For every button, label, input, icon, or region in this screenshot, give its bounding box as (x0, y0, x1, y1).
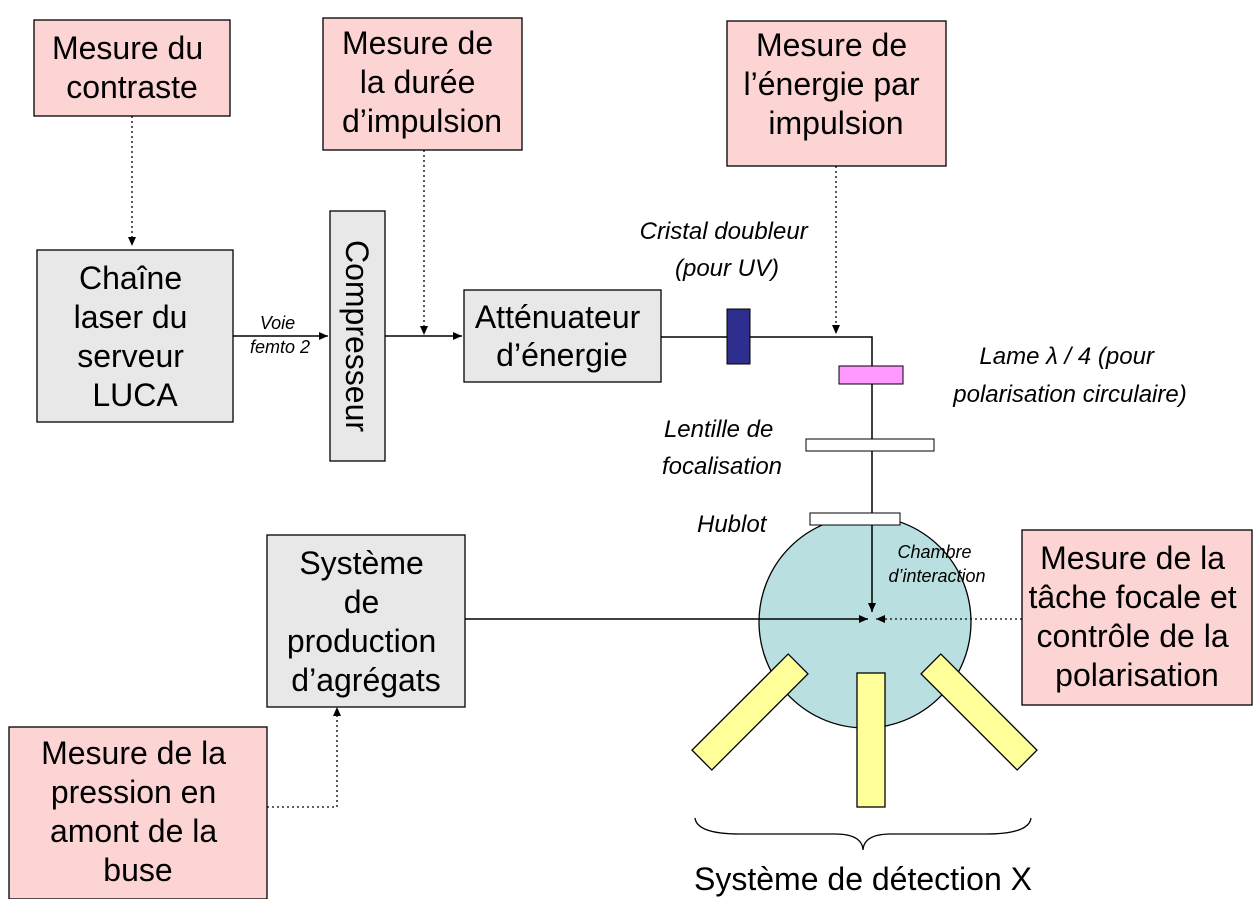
measure-pulse-duration-box: Mesure de la durée d’impulsion (322, 17, 523, 151)
cluster-system-label: Système de production d’agrégats (287, 545, 445, 698)
measure-focal-spot-label: Mesure de la tâche focale et contrôle de… (1028, 540, 1245, 693)
measure-pressure-box: Mesure de la pression en amont de la bus… (8, 726, 268, 899)
measure-pulse-energy-box: Mesure de l’énergie par impulsion (726, 20, 947, 167)
measure-pulse-energy-label: Mesure de l’énergie par impulsion (744, 27, 929, 141)
compressor-label: Compresseur (339, 240, 375, 432)
measure-pressure-label: Mesure de la pression en amont de la bus… (41, 735, 235, 888)
laser-chain-label: Chaîne laser du serveur LUCA (74, 260, 197, 413)
attenuator-label: Atténuateur d’énergie (475, 299, 649, 373)
quarter-wave-plate-label: Lame λ / 4 (pour polarisation circulaire… (952, 343, 1186, 408)
measure-contrast-box: Mesure du contraste (33, 19, 231, 117)
detection-system-label: Système de détection X (694, 861, 1032, 897)
chamber-window (809, 512, 901, 526)
laser-chain-box: Chaîne laser du serveur LUCA (36, 249, 234, 423)
detector-bottom (856, 672, 886, 808)
link-pressure (267, 707, 341, 808)
window-label: Hublot (697, 511, 768, 538)
beam-path-label: Voie femto 2 (250, 313, 310, 357)
detector-left (691, 653, 809, 771)
detection-brace (694, 817, 1032, 851)
detector-right (920, 653, 1038, 771)
focusing-lens-label: Lentille de focalisation (662, 416, 782, 480)
chamber-label: Chambre d’interaction (888, 542, 985, 586)
attenuator-box: Atténuateur d’énergie (463, 289, 662, 383)
doubling-crystal-label: Cristal doubleur (pour UV) (640, 218, 815, 282)
compressor-box: Compresseur (329, 210, 386, 462)
cluster-system-box: Système de production d’agrégats (266, 534, 466, 708)
measure-pulse-duration-label: Mesure de la durée d’impulsion (342, 25, 502, 139)
measure-focal-spot-box: Mesure de la tâche focale et contrôle de… (1021, 529, 1253, 706)
measure-contrast-label: Mesure du contraste (52, 30, 212, 105)
quarter-wave-plate (838, 365, 904, 385)
focusing-lens (805, 438, 935, 452)
doubling-crystal (726, 308, 751, 365)
